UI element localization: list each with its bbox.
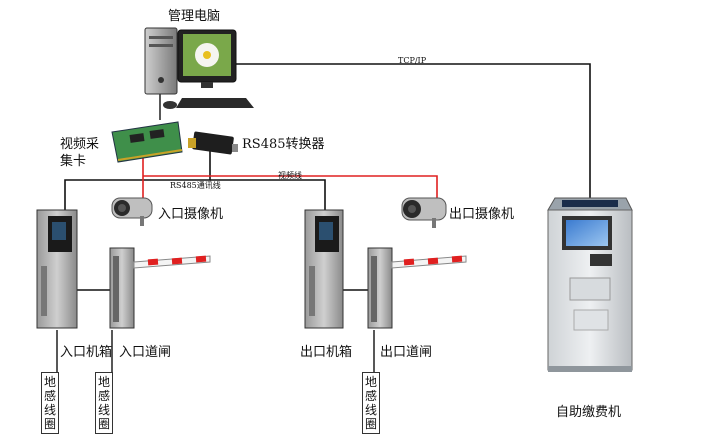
video-line-label: 视频线 (278, 171, 302, 180)
entry-camera-label: 入口摄像机 (158, 207, 224, 222)
management-pc-label: 管理电脑 (168, 9, 221, 24)
rs485-line (64, 150, 326, 215)
management-computer (144, 27, 254, 109)
rs485-line-label: RS485通讯线 (170, 181, 221, 190)
kiosk-label: 自助缴费机 (556, 405, 622, 420)
entry-camera-unit (111, 197, 153, 226)
entry-box-unit (36, 209, 78, 329)
tcpip-label: TCP/IP (398, 56, 427, 65)
entry-gate-unit (109, 247, 211, 329)
network-line (236, 63, 591, 200)
exit-gate-unit (367, 247, 467, 329)
rs485-converter (188, 131, 238, 155)
exit-camera-label: 出口摄像机 (449, 207, 515, 222)
video-capture-card (111, 121, 183, 163)
entry-box-label: 入口机箱 (60, 345, 113, 360)
ground-loop-3: 地感线圈 (362, 372, 380, 434)
ground-loop-2: 地感线圈 (95, 372, 113, 434)
entry-gate-label: 入口道闸 (119, 345, 172, 360)
exit-box-label: 出口机箱 (300, 345, 353, 360)
exit-gate-label: 出口道闸 (380, 345, 433, 360)
video-capture-card-label: 视频采 集卡 (60, 137, 100, 169)
payment-kiosk-unit (547, 197, 633, 372)
exit-box-unit (304, 209, 344, 329)
exit-camera-unit (401, 197, 447, 228)
rs485-converter-label: RS485转换器 (242, 137, 325, 152)
ground-loop-1: 地感线圈 (41, 372, 59, 434)
video-line (142, 152, 438, 200)
